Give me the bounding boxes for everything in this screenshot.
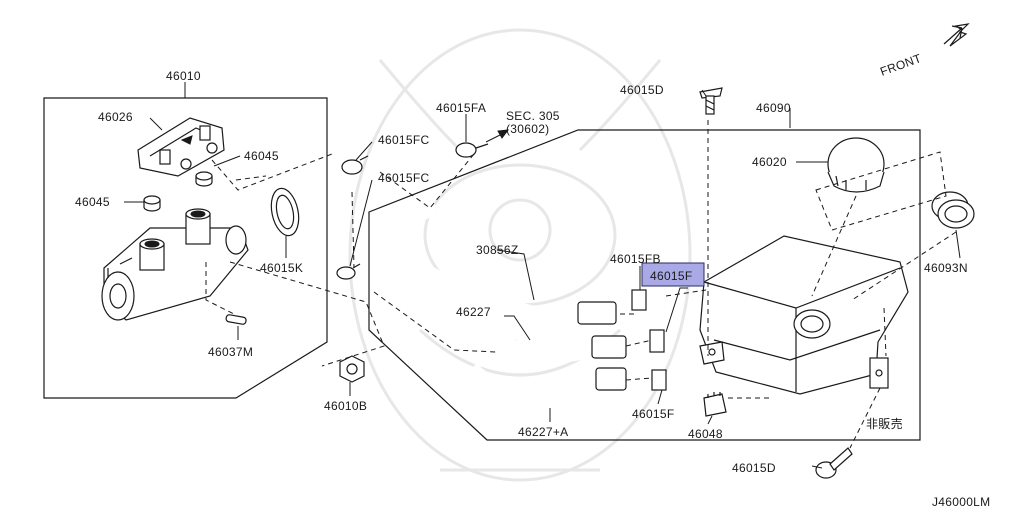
cap-46020[interactable]	[827, 137, 885, 193]
diagram-id: J46000LM	[932, 495, 990, 509]
grommet-46045-top[interactable]	[195, 171, 213, 187]
assembly-lines	[205, 120, 957, 449]
label-46048[interactable]: 46048	[688, 427, 723, 441]
label-46015FA[interactable]: 46015FA	[436, 101, 486, 115]
label-sec-30602[interactable]: (30602)	[506, 122, 549, 136]
label-46015FB[interactable]: 46015FB	[610, 252, 661, 266]
section-arrow-head-icon	[497, 129, 510, 139]
grommet-46045-left[interactable]	[143, 195, 161, 212]
clamp-46015FC-mid[interactable]	[336, 263, 361, 280]
bracket-not-for-sale[interactable]	[869, 357, 889, 389]
hose-46227-A[interactable]	[470, 363, 627, 419]
front-arrow-icon	[943, 23, 970, 47]
hose-46227[interactable]	[504, 335, 627, 368]
label-not-for-sale: 非販売	[866, 416, 903, 431]
label-46015F[interactable]: 46015F	[632, 407, 675, 421]
label-46010[interactable]: 46010	[166, 69, 201, 83]
pin-46037M[interactable]	[225, 314, 247, 325]
label-46015D-bottom[interactable]: 46015D	[732, 461, 776, 475]
part-highlight-box	[641, 262, 705, 287]
clamp-46015FA[interactable]	[455, 142, 489, 158]
leader-lines	[124, 82, 961, 469]
label-46015FC-mid[interactable]: 46015FC	[378, 171, 429, 185]
connector-46048[interactable]	[703, 392, 727, 417]
label-46037M[interactable]: 46037M	[208, 345, 253, 359]
label-46090[interactable]: 46090	[756, 101, 791, 115]
clamp-46015FC-top[interactable]	[341, 155, 369, 175]
reservoir-bracket-46026[interactable]	[137, 117, 225, 177]
label-46015K[interactable]: 46015K	[260, 261, 303, 275]
label-46010B[interactable]: 46010B	[324, 399, 367, 413]
label-46045-top[interactable]: 46045	[244, 149, 279, 163]
master-cylinder-frame	[43, 97, 328, 399]
label-46015FC-top[interactable]: 46015FC	[378, 133, 429, 147]
label-46227-A[interactable]: 46227+A	[518, 425, 568, 439]
label-46045-left[interactable]: 46045	[75, 195, 110, 209]
strainer-46093N[interactable]	[931, 191, 975, 229]
label-46026[interactable]: 46026	[98, 110, 133, 124]
label-30856Z[interactable]: 30856Z	[476, 243, 519, 257]
screw-46015D-top[interactable]	[699, 87, 723, 115]
master-cylinder[interactable]	[101, 208, 249, 321]
reservoir-tank-46090[interactable]	[699, 235, 909, 395]
label-sec-305[interactable]: SEC. 305	[506, 109, 560, 123]
label-46227[interactable]: 46227	[456, 305, 491, 319]
label-46093N[interactable]: 46093N	[924, 261, 968, 275]
clips-46015F[interactable]	[631, 289, 667, 391]
label-46015F-highlight[interactable]: 46015F	[650, 269, 693, 283]
label-46015D-top[interactable]: 46015D	[620, 83, 664, 97]
label-46020[interactable]: 46020	[752, 155, 787, 169]
seal-ring-46015K[interactable]	[267, 186, 302, 238]
nut-46010B[interactable]	[339, 355, 365, 383]
screw-46015D-bottom[interactable]	[815, 447, 853, 479]
reservoir-frame	[368, 129, 921, 441]
hose-30856Z[interactable]	[383, 200, 617, 326]
front-label: FRONT	[878, 51, 923, 79]
